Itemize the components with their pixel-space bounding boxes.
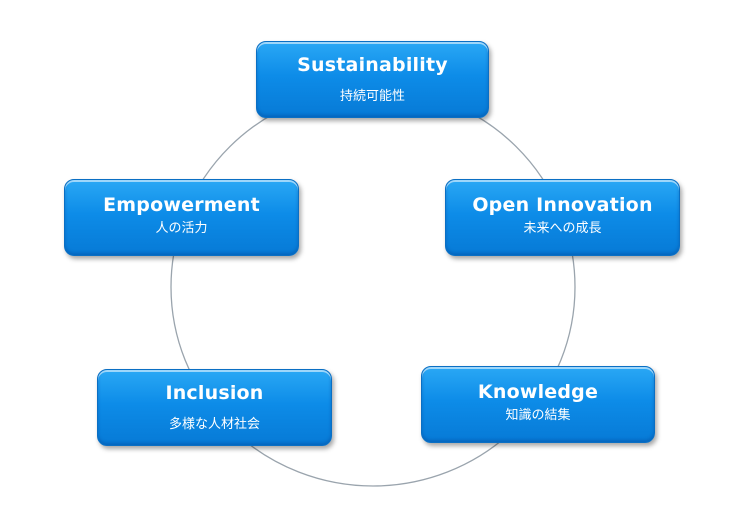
node-subtitle: 持続可能性 bbox=[339, 89, 405, 104]
node-title: Sustainability bbox=[297, 54, 448, 76]
node-subtitle: 多様な人材社会 bbox=[168, 417, 260, 432]
node-title: Inclusion bbox=[165, 382, 264, 404]
node-subtitle: 未来への成長 bbox=[523, 221, 602, 236]
node-sustainability: Sustainability 持続可能性 bbox=[256, 41, 489, 118]
node-knowledge: Knowledge 知識の結集 bbox=[421, 366, 655, 443]
node-subtitle: 知識の結集 bbox=[505, 408, 571, 423]
node-subtitle: 人の活力 bbox=[155, 221, 208, 236]
node-title: Knowledge bbox=[477, 381, 599, 403]
node-empowerment: Empowerment 人の活力 bbox=[64, 179, 299, 256]
node-open-innovation: Open Innovation 未来への成長 bbox=[445, 179, 680, 256]
node-inclusion: Inclusion 多様な人材社会 bbox=[97, 369, 332, 446]
node-title: Empowerment bbox=[103, 194, 260, 216]
node-title: Open Innovation bbox=[472, 194, 653, 216]
